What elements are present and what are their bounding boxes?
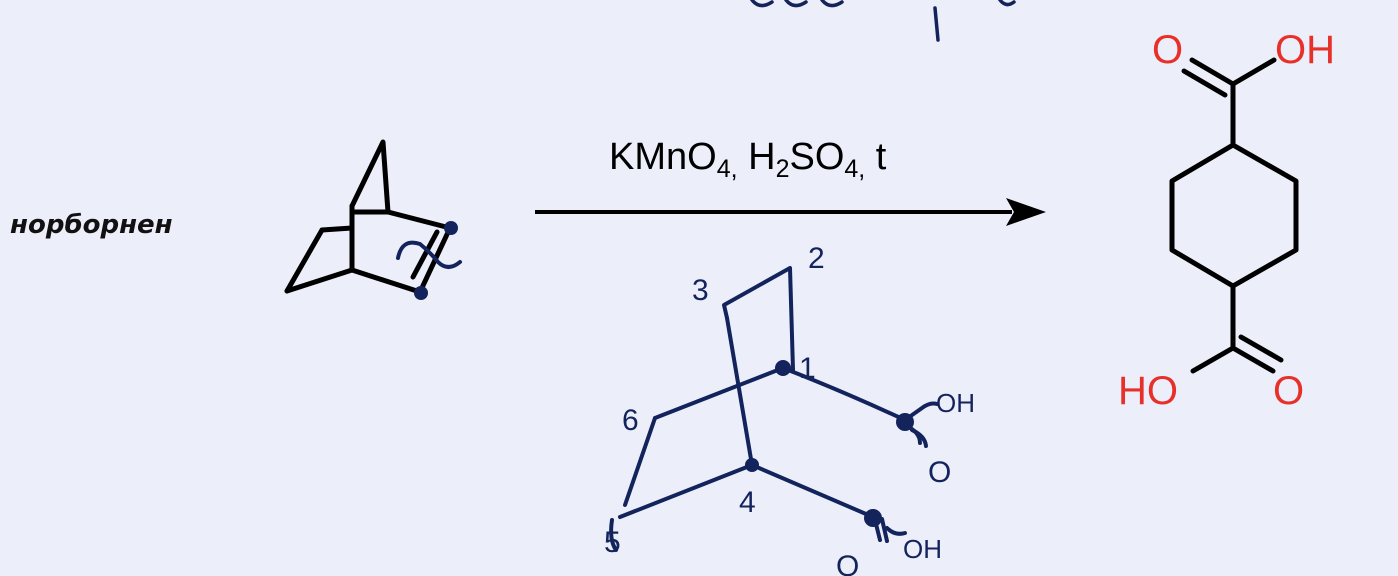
carbon-number-5: 5 xyxy=(604,526,621,559)
carbon-number-4: 4 xyxy=(739,486,756,519)
product-structure xyxy=(1169,57,1299,374)
atom-dot xyxy=(775,360,791,376)
atom-dot xyxy=(896,413,914,431)
atom-dot xyxy=(414,286,428,300)
reaction-conditions: KMnO4, H2SO4, t xyxy=(609,136,886,184)
hand-o-top: O xyxy=(928,456,951,489)
handwritten-structure xyxy=(609,266,939,552)
reagent-temperature: t xyxy=(865,136,887,178)
atom-dot xyxy=(745,458,759,472)
carbon-number-3: 3 xyxy=(692,274,709,307)
product-top-o: O xyxy=(1152,28,1183,72)
atom-dot xyxy=(864,509,882,527)
reactant-name: норборнен xyxy=(10,210,173,240)
carbon-number-6: 6 xyxy=(622,404,639,437)
carbon-number-1: 1 xyxy=(799,352,816,385)
hand-oh-bottom: OH xyxy=(903,534,942,564)
reagent-sub-2: 2 xyxy=(775,155,790,183)
reaction-arrow xyxy=(535,198,1046,226)
hand-oh-top: OH xyxy=(936,388,975,418)
product-bottom-ho: HO xyxy=(1118,369,1178,413)
reagent-h: H xyxy=(737,136,776,178)
cleavage-mark xyxy=(396,240,462,269)
product-bottom-o: O xyxy=(1273,369,1304,413)
atom-dot xyxy=(444,221,458,235)
hand-o-bottom: O xyxy=(836,550,859,576)
carbon-number-2: 2 xyxy=(808,242,825,275)
handwriting-scribble-top xyxy=(750,0,1016,42)
reagent-kmno4: KMnO xyxy=(609,136,717,178)
norbornene-structure xyxy=(284,139,453,295)
product-top-oh: OH xyxy=(1275,28,1335,72)
reagent-sub-1: 4, xyxy=(716,155,738,183)
reagent-so: SO xyxy=(789,136,845,178)
reagent-sub-3: 4, xyxy=(844,155,866,183)
